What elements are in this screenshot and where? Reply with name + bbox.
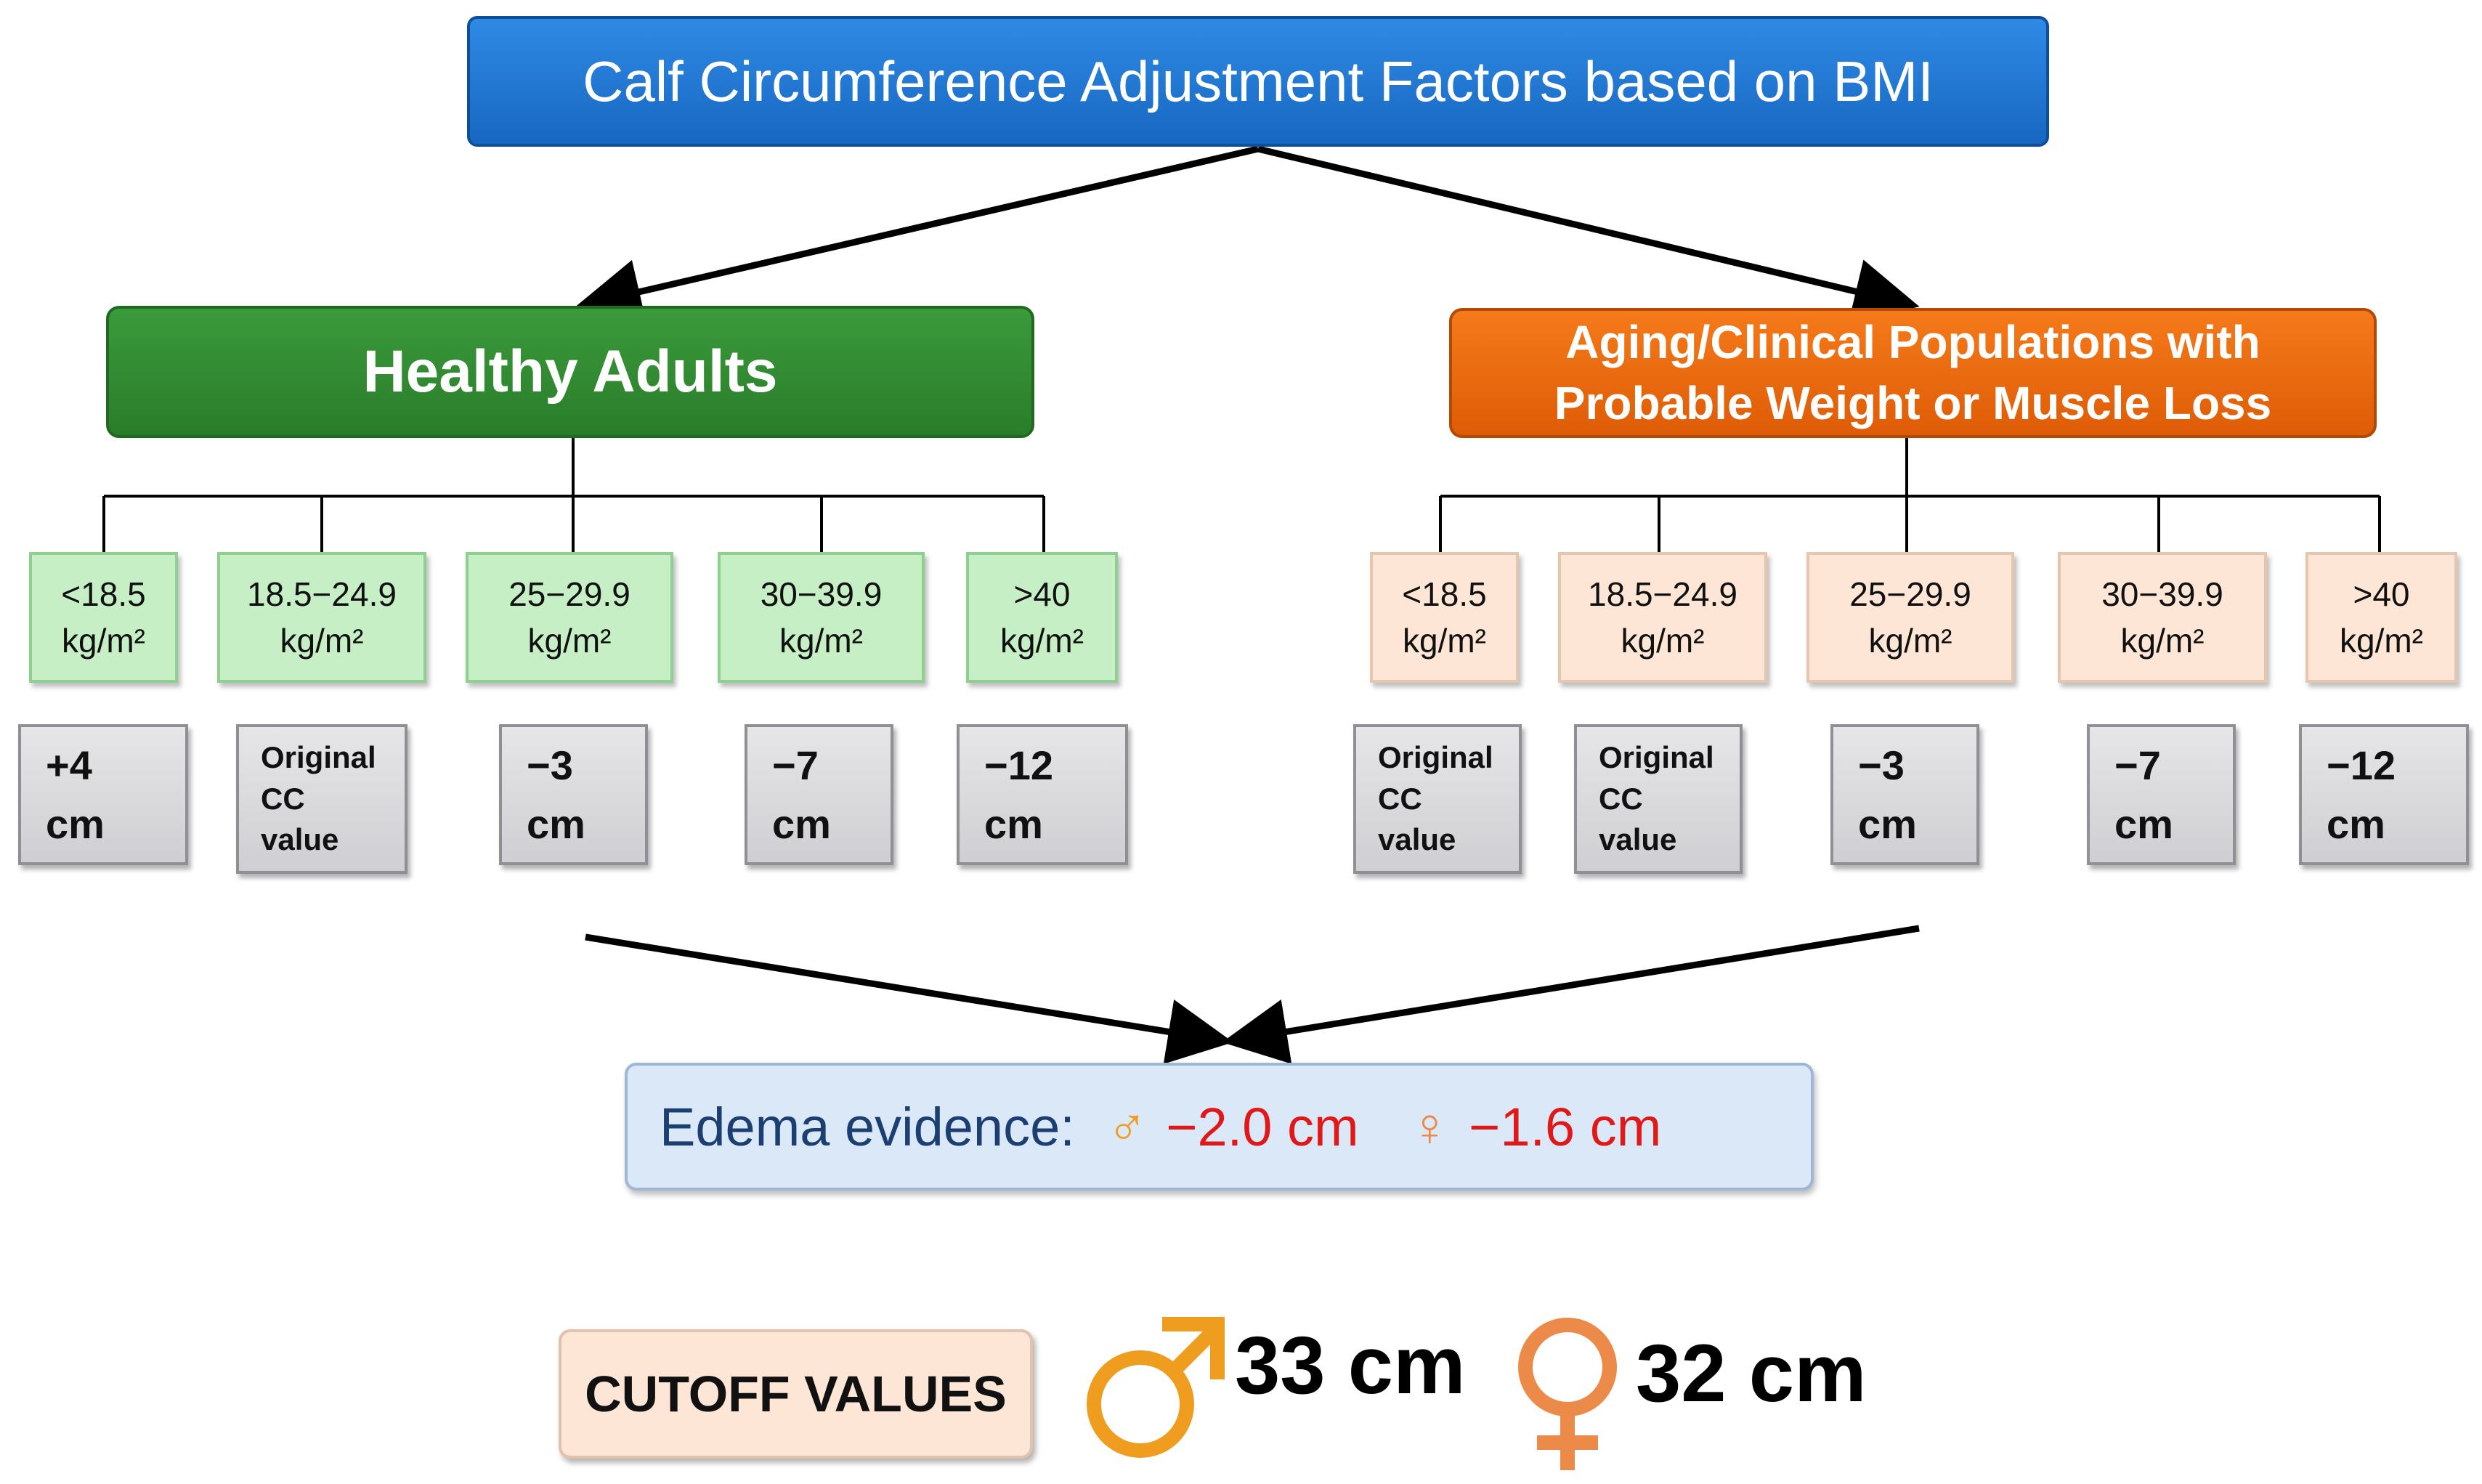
bmi-range: 25−29.9 <box>1849 575 1971 613</box>
aging-bracket <box>1439 438 2381 552</box>
healthy-adjustment-box: Original CC value <box>236 724 407 874</box>
aging-label-line1: Aging/Clinical Populations with <box>1565 316 2260 369</box>
healthy-bmi-box: 30−39.9 kg/m² <box>718 552 925 683</box>
aging-bmi-box: 25−29.9 kg/m² <box>1806 552 2014 683</box>
aging-bmi-box: 18.5−24.9 kg/m² <box>1558 552 1767 683</box>
aging-adjustment-box: −12 cm <box>2299 724 2469 865</box>
aging-bmi-box: 30−39.9 kg/m² <box>2058 552 2267 683</box>
bmi-range: 25−29.9 <box>508 575 630 613</box>
adjustment-unit: cm <box>1858 801 1917 847</box>
arrow-title-to-healthy <box>575 145 1260 324</box>
healthy-adults-header: Healthy Adults <box>106 306 1034 438</box>
healthy-bmi-box: 25−29.9 kg/m² <box>466 552 673 683</box>
adjustment-unit: cm <box>2327 801 2385 847</box>
adjustment-unit: cm <box>772 801 831 847</box>
bmi-range: >40 <box>2353 575 2410 613</box>
male-symbol-icon: ♂ <box>1106 1096 1148 1157</box>
adjustment-value: −3 <box>527 742 573 788</box>
bmi-range: 30−39.9 <box>2101 575 2223 613</box>
female-symbol-icon: ♀ <box>1409 1096 1451 1157</box>
arrow-title-to-aging <box>1257 145 1920 324</box>
adjustment-value: −12 <box>2327 742 2396 788</box>
aging-clinical-header: Aging/Clinical Populations with Probable… <box>1449 308 2377 438</box>
bmi-range: <18.5 <box>1402 575 1487 613</box>
aging-bmi-box: <18.5 kg/m² <box>1370 552 1519 683</box>
healthy-adjustment-box: −12 cm <box>957 724 1128 865</box>
aging-label-line2: Probable Weight or Muscle Loss <box>1554 376 2272 429</box>
diagram-title-text: Calf Circumference Adjustment Factors ba… <box>583 49 1934 113</box>
bmi-range: >40 <box>1013 575 1071 613</box>
edema-evidence-box: Edema evidence: ♂ −2.0 cm ♀ −1.6 cm <box>625 1063 1814 1191</box>
aging-adjustment-box: Original CC value <box>1353 724 1522 874</box>
bmi-range: <18.5 <box>61 575 146 613</box>
bmi-range: 18.5−24.9 <box>1588 575 1737 613</box>
adjustment-value: −7 <box>2114 742 2161 788</box>
healthy-bmi-box: 18.5−24.9 kg/m² <box>217 552 426 683</box>
bmi-unit: kg/m² <box>1621 622 1705 660</box>
adjustment-unit: cm <box>984 801 1043 847</box>
adjustment-value: −3 <box>1858 742 1905 788</box>
adjustment-text: CC <box>261 781 305 816</box>
bmi-range: 18.5−24.9 <box>247 575 397 613</box>
healthy-bracket <box>102 438 1045 552</box>
edema-female-value: −1.6 cm <box>1469 1096 1662 1157</box>
adjustment-text: Original <box>1378 739 1493 774</box>
bmi-unit: kg/m² <box>2120 622 2205 660</box>
adjustment-unit: cm <box>46 801 105 847</box>
healthy-adults-label: Healthy Adults <box>362 338 778 405</box>
adjustment-text: CC <box>1599 781 1643 816</box>
female-cutoff-symbol-icon <box>1509 1315 1626 1478</box>
aging-adjustment-box: −3 cm <box>1830 724 1979 865</box>
healthy-adjustment-box: +4 cm <box>18 724 188 865</box>
edema-label: Edema evidence: <box>660 1096 1075 1157</box>
edema-male-value: −2.0 cm <box>1166 1096 1359 1157</box>
aging-adjustment-box: −7 cm <box>2087 724 2236 865</box>
adjustment-text: Original <box>1599 739 1714 774</box>
healthy-bmi-box: <18.5 kg/m² <box>29 552 178 683</box>
diagram-title: Calf Circumference Adjustment Factors ba… <box>467 16 2049 147</box>
healthy-adjustment-box: −3 cm <box>499 724 648 865</box>
bmi-unit: kg/m² <box>2340 622 2423 660</box>
adjustment-text: value <box>261 822 339 857</box>
male-cutoff-value: 33 cm <box>1235 1320 1466 1411</box>
healthy-bmi-box: >40 kg/m² <box>966 552 1118 683</box>
female-cutoff-value: 32 cm <box>1636 1328 1867 1419</box>
cutoff-values-label: CUTOFF VALUES <box>585 1366 1007 1422</box>
bmi-unit: kg/m² <box>779 622 863 660</box>
cutoff-values-label-box: CUTOFF VALUES <box>559 1329 1033 1459</box>
male-cutoff-symbol-icon <box>1084 1311 1229 1467</box>
adjustment-text: value <box>1378 822 1456 857</box>
aging-adjustment-box: Original CC value <box>1574 724 1743 874</box>
bmi-unit: kg/m² <box>62 622 145 660</box>
healthy-adjustment-box: −7 cm <box>745 724 893 865</box>
bmi-unit: kg/m² <box>1403 622 1486 660</box>
adjustment-value: −12 <box>984 742 1053 788</box>
adjustment-value: −7 <box>772 742 819 788</box>
bmi-unit: kg/m² <box>1868 622 1952 660</box>
adjustment-text: value <box>1599 822 1677 857</box>
bmi-unit: kg/m² <box>280 622 364 660</box>
bmi-unit: kg/m² <box>527 622 612 660</box>
adjustment-value: +4 <box>46 742 92 788</box>
adjustment-unit: cm <box>527 801 585 847</box>
aging-bmi-box: >40 kg/m² <box>2305 552 2457 683</box>
adjustment-text: CC <box>1378 781 1422 816</box>
bmi-range: 30−39.9 <box>760 575 883 613</box>
arrow-healthy-to-edema <box>585 933 1233 1064</box>
bmi-unit: kg/m² <box>1000 622 1084 660</box>
adjustment-text: Original <box>261 739 376 774</box>
adjustment-unit: cm <box>2114 801 2173 847</box>
arrow-aging-to-edema <box>1222 925 1920 1064</box>
